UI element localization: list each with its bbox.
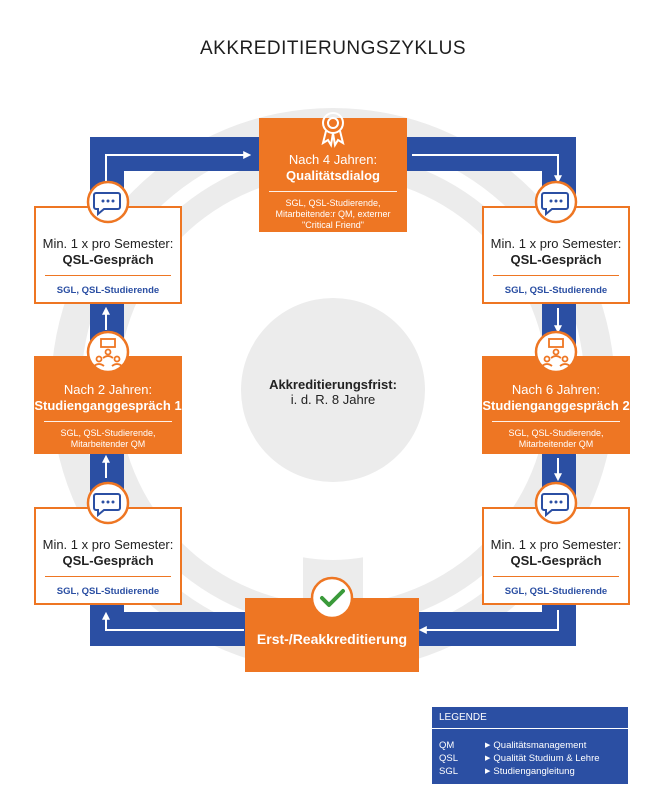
legend-abbr: SGL (439, 766, 459, 777)
box-erst-reakkreditierung: Erst-/Reakkreditierung (245, 598, 419, 672)
legend-meaning: Studiengangleitung (493, 766, 575, 777)
flow-arrows (102, 151, 562, 634)
box-line1: Min. 1 x pro Semester: (42, 236, 174, 251)
legend-row: SGL ▶ Studiengangleitung (432, 765, 628, 778)
box-line2: QSL-Gespräch (510, 553, 602, 568)
arrow-bottom-right (418, 610, 559, 634)
box-line2: QSL-Gespräch (510, 252, 602, 267)
box-line2: Studienganggespräch 1 (34, 398, 182, 413)
page-title: AKKREDITIERUNGSZYKLUS (200, 38, 466, 59)
box-top-line1: Nach 4 Jahren: (288, 152, 378, 167)
legend-row: QM ▶ Qualitätsmanagement (432, 739, 628, 752)
box-participants: SGL, QSL-Studierende (56, 586, 160, 597)
box-line1: Min. 1 x pro Semester: (42, 537, 174, 552)
legend-meaning: Qualität Studium & Lehre (493, 753, 600, 764)
box-studienganggespraech-1: Nach 2 Jahren: Studienganggespräch 1 SGL… (34, 356, 182, 454)
triangle-right-icon: ▶ (485, 768, 491, 775)
box-line2: QSL-Gespräch (62, 252, 154, 267)
center-line1: Akkreditierungsfrist: (269, 377, 397, 392)
legend-row: QSL ▶ Qualität Studium & Lehre (432, 752, 628, 765)
divider (493, 576, 619, 577)
box-qsl-gespraech-right-bottom: Min. 1 x pro Semester: QSL-Gespräch SGL,… (482, 507, 630, 605)
arrow-bottom-left (102, 611, 244, 631)
box-participants: SGL, QSL-Studierende, Mitarbeitender QM (60, 428, 156, 449)
divider (493, 275, 619, 276)
box-qualitaetsdialog: Nach 4 Jahren: Qualitätsdialog SGL, QSL-… (259, 118, 407, 232)
box-line2: QSL-Gespräch (62, 553, 154, 568)
box-qsl-gespraech-left-top: Min. 1 x pro Semester: QSL-Gespräch SGL,… (34, 206, 182, 304)
box-studienganggespraech-2: Nach 6 Jahren: Studienganggespräch 2 SGL… (482, 356, 630, 454)
box-qsl-gespraech-right-top: Min. 1 x pro Semester: QSL-Gespräch SGL,… (482, 206, 630, 304)
triangle-right-icon: ▶ (485, 755, 491, 762)
legend-abbr: QSL (439, 753, 459, 764)
box-participants: SGL, QSL-Studierende, Mitarbeitender QM (508, 428, 604, 449)
divider (45, 275, 171, 276)
box-qsl-gespraech-left-bottom: Min. 1 x pro Semester: QSL-Gespräch SGL,… (34, 507, 182, 605)
triangle-right-icon: ▶ (485, 742, 491, 749)
legend-heading: LEGENDE (432, 707, 628, 729)
box-top-line2: Qualitätsdialog (286, 168, 380, 183)
box-line1: Nach 6 Jahren: (511, 382, 601, 397)
arrow-top-right (412, 154, 562, 184)
divider (492, 421, 620, 422)
box-line1: Erst-/Reakkreditierung (256, 631, 408, 647)
box-line1: Min. 1 x pro Semester: (490, 537, 622, 552)
legend-meaning: Qualitätsmanagement (493, 740, 587, 751)
divider (269, 191, 397, 192)
divider (44, 421, 172, 422)
box-line2: Studienganggespräch 2 (482, 398, 630, 413)
divider (45, 576, 171, 577)
center-label: Akkreditierungsfrist: i. d. R. 8 Jahre (233, 377, 433, 407)
box-participants: SGL, QSL-Studierende (504, 285, 608, 296)
box-line1: Nach 2 Jahren: (63, 382, 153, 397)
legend: LEGENDE QM ▶ Qualitätsmanagement QSL ▶ Q… (432, 707, 628, 784)
box-participants: SGL, QSL-Studierende (56, 285, 160, 296)
legend-abbr: QM (439, 740, 455, 751)
box-top-participants: SGL, QSL-Studierende, Mitarbeitende:r QM… (275, 198, 391, 230)
center-line2: i. d. R. 8 Jahre (290, 392, 376, 407)
box-participants: SGL, QSL-Studierende (504, 586, 608, 597)
box-line1: Min. 1 x pro Semester: (490, 236, 622, 251)
